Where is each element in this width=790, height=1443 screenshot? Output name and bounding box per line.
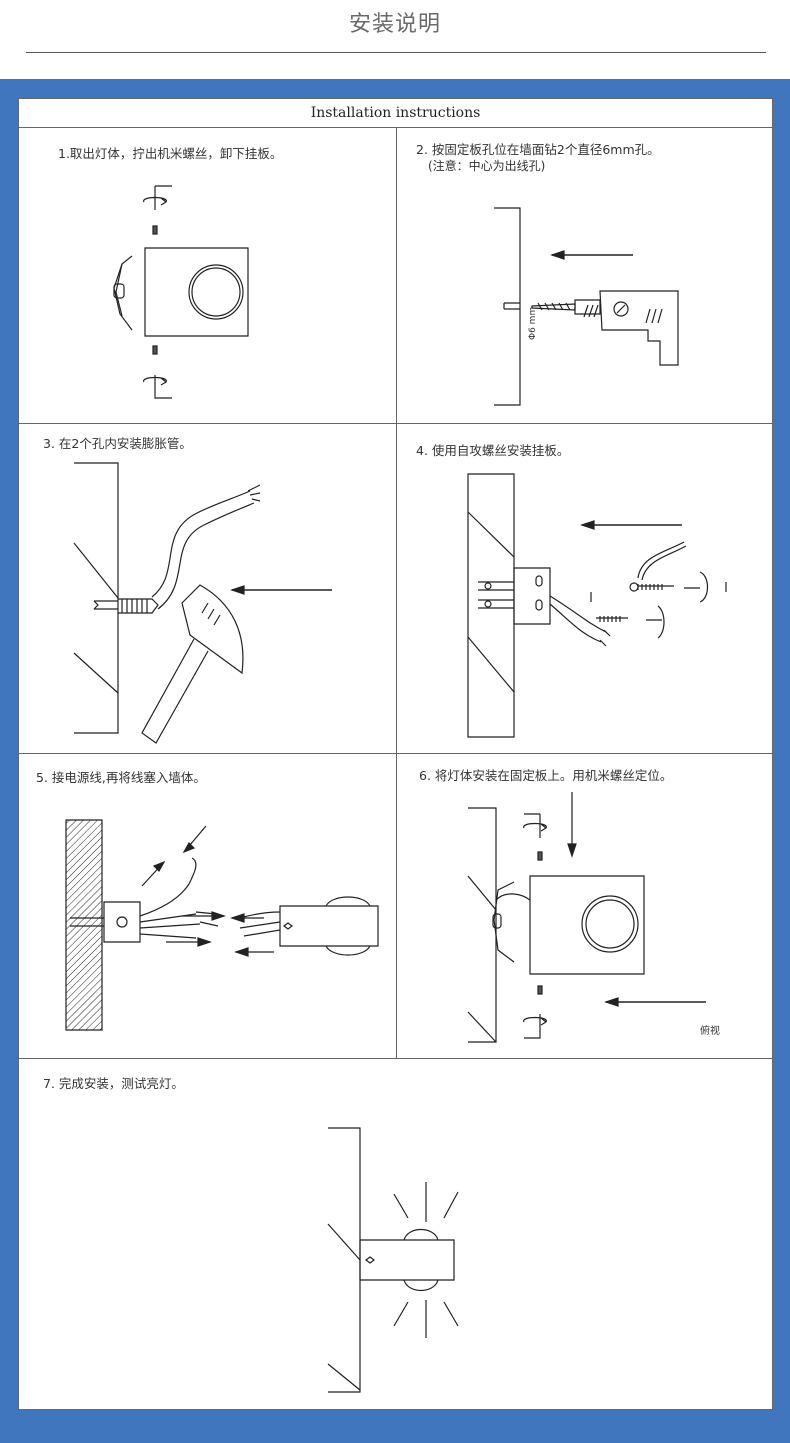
step-6-illustration	[466, 790, 716, 1045]
step-2-note: (注意：中心为出线孔)	[428, 159, 546, 173]
step-5-illustration	[64, 818, 384, 1033]
step-1-label: 1.取出灯体，拧出机米螺丝，卸下挂板。	[58, 146, 283, 161]
step-5-label: 5. 接电源线,再将线塞入墙体。	[36, 770, 206, 785]
grid-divider-row1	[18, 423, 773, 424]
instruction-sheet	[18, 98, 773, 1410]
grid-divider-vertical	[396, 128, 397, 1058]
step-4-illustration	[466, 472, 736, 742]
step-2-illustration	[490, 205, 690, 410]
step-1-illustration	[100, 180, 260, 410]
step-3-label: 3. 在2个孔内安装膨胀管。	[43, 436, 192, 451]
sheet-heading: Installation instructions	[18, 98, 773, 128]
grid-divider-row2	[18, 753, 773, 754]
grid-divider-row3	[18, 1058, 773, 1059]
step-6-note: 俯视	[700, 1026, 720, 1037]
title-divider	[26, 52, 766, 53]
step-6-label: 6. 将灯体安装在固定板上。用机米螺丝定位。	[419, 768, 673, 783]
step-3-illustration	[72, 463, 342, 748]
step-4-label: 4. 使用自攻螺丝安装挂板。	[416, 443, 570, 458]
step-7-illustration	[326, 1126, 466, 1394]
step-2-label: 2. 按固定板孔位在墙面钻2个直径6mm孔。	[416, 142, 660, 157]
step-7-label: 7. 完成安装，测试亮灯。	[43, 1076, 184, 1091]
page-title: 安装说明	[348, 12, 441, 37]
